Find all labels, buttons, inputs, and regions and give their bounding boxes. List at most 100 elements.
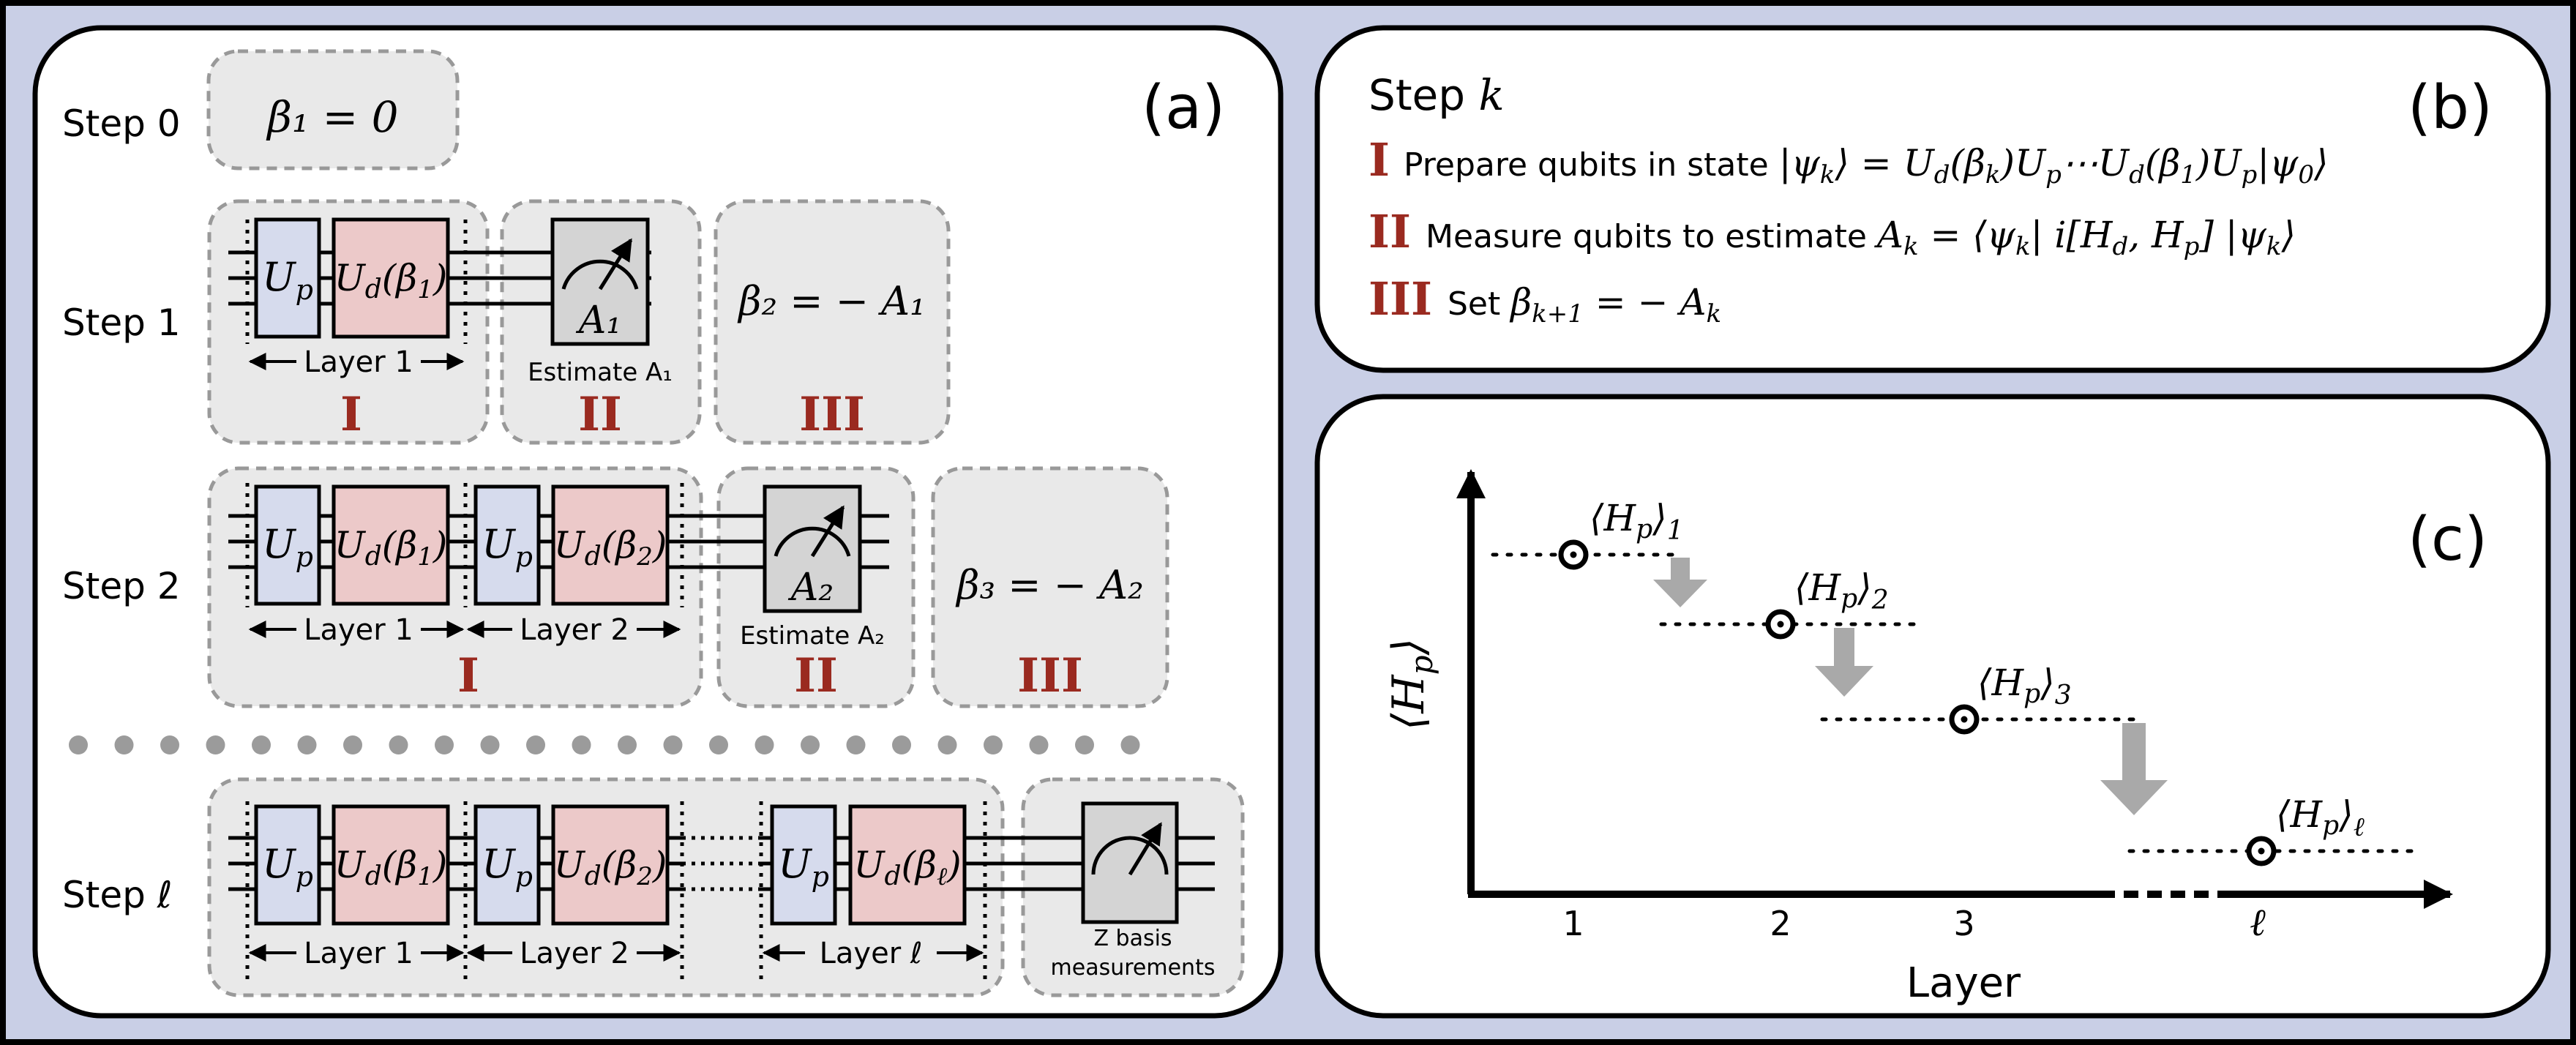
stepL-up3-gate bbox=[770, 804, 837, 926]
panel-b-item-1: Prepare qubits in state |ψk⟩ = Ud(βk)Up⋯… bbox=[1404, 142, 2329, 190]
panel-b-roman-2: II bbox=[1368, 205, 1411, 258]
continuation-dot bbox=[937, 735, 957, 754]
panel-b-box bbox=[1314, 25, 2551, 373]
step2-up2-gate bbox=[473, 484, 541, 606]
step2-meter-needle bbox=[810, 505, 845, 558]
tick-3: 3 bbox=[1953, 904, 1974, 943]
step1-layer-label: Layer 1 bbox=[304, 345, 413, 379]
step2-ud2-gate bbox=[551, 484, 670, 606]
continuation-dot bbox=[343, 735, 362, 754]
x-axis-label: Layer bbox=[1906, 959, 2021, 1007]
step-arrow-1 bbox=[1653, 558, 1707, 607]
step2-label: Step 2 bbox=[62, 565, 181, 607]
continuation-dot bbox=[1075, 735, 1094, 754]
step1-roman-I: I bbox=[340, 387, 362, 442]
continuation-dot bbox=[389, 735, 408, 754]
y-axis-label: ⟨Hp⟩ bbox=[1383, 638, 1439, 730]
stepL-layer3-label: Layer ℓ bbox=[820, 937, 923, 970]
step2-layer2-label: Layer 2 bbox=[520, 613, 629, 647]
panel-a: (a) Step 0 β₁ = 0 Step 1 Up Ud(β1) A₁ Es… bbox=[32, 25, 1284, 1019]
step1-meter-label: A₁ bbox=[576, 299, 621, 342]
panel-b-label: (b) bbox=[2408, 73, 2493, 143]
step1-roman-III: III bbox=[799, 387, 865, 442]
continuation-dot bbox=[755, 735, 774, 754]
stepL-layer2-label: Layer 2 bbox=[520, 937, 629, 970]
step0-label: Step 0 bbox=[62, 102, 181, 145]
tick-l: ℓ bbox=[2250, 901, 2266, 945]
continuation-dot bbox=[1120, 735, 1140, 754]
continuation-dot bbox=[435, 735, 454, 754]
step2-meter-arc bbox=[774, 526, 851, 557]
stepL-meas-line2: measurements bbox=[1051, 955, 1216, 981]
panel-b-item-3: Set βk+1 = − Ak bbox=[1448, 281, 1721, 329]
panel-c: (c) ⟨Hp⟩ Layer 1 2 3 ℓ ⟨Hp⟩1 bbox=[1314, 394, 2551, 1019]
point-l: ⟨Hp⟩ℓ bbox=[2246, 793, 2365, 866]
svg-text:⟨Hp⟩ℓ: ⟨Hp⟩ℓ bbox=[2276, 793, 2365, 842]
step2-roman-II: II bbox=[794, 648, 838, 703]
stepL-up2-text: Up bbox=[482, 841, 533, 893]
stepL-up1-gate bbox=[254, 804, 321, 926]
stepL-up3-text: Up bbox=[778, 841, 829, 893]
stepL-meas-line1: Z basis bbox=[1093, 926, 1172, 951]
step1-up-gate bbox=[254, 217, 321, 339]
step-arrow-3 bbox=[2100, 723, 2168, 815]
continuation-dot bbox=[526, 735, 545, 754]
step2-group-III bbox=[931, 466, 1169, 708]
stepL-layer1-label: Layer 1 bbox=[304, 937, 413, 970]
step-arrow-2 bbox=[1815, 628, 1873, 697]
continuation-dot bbox=[69, 735, 88, 754]
continuation-dot bbox=[801, 735, 820, 754]
stepL-meter-needle bbox=[1128, 822, 1163, 876]
continuation-dot bbox=[572, 735, 591, 754]
step0-beta: β₁ = 0 bbox=[266, 92, 398, 142]
continuation-dot bbox=[892, 735, 911, 754]
panel-b-roman-1: I bbox=[1368, 133, 1390, 187]
panel-b-roman-3: III bbox=[1368, 272, 1432, 326]
stepL-ud3-gate bbox=[848, 804, 967, 926]
continuation-dot bbox=[663, 735, 683, 754]
step1-beta: β₂ = − A₁ bbox=[737, 278, 926, 324]
stepL-ud1-text: Ud(β1) bbox=[334, 844, 448, 891]
panel-c-box bbox=[1314, 394, 2551, 1019]
step2-up1-gate bbox=[254, 484, 321, 606]
step1-group-III bbox=[714, 199, 951, 445]
step2-roman-I: I bbox=[457, 648, 479, 703]
stepL-label: Step ℓ bbox=[62, 874, 172, 916]
step2-beta: β₃ = − A₂ bbox=[955, 562, 1144, 608]
step2-roman-III: III bbox=[1017, 648, 1083, 703]
step1-ud-gate bbox=[332, 217, 450, 339]
stepL-ud2-gate bbox=[551, 804, 670, 926]
stepL-meter bbox=[1081, 801, 1179, 924]
panel-c-label: (c) bbox=[2408, 505, 2487, 574]
continuation-dot bbox=[206, 735, 225, 754]
continuation-dot bbox=[1029, 735, 1049, 754]
stepL-up2-gate bbox=[473, 804, 541, 926]
step0-beta-box bbox=[206, 49, 460, 171]
continuation-dot bbox=[984, 735, 1003, 754]
step2-layer1-label: Layer 1 bbox=[304, 613, 413, 647]
panel-b-item-2: Measure qubits to estimate Ak = ⟨ψk| i[H… bbox=[1426, 214, 2296, 261]
continuation-dot bbox=[160, 735, 179, 754]
continuation-dot bbox=[709, 735, 728, 754]
continuation-dot bbox=[480, 735, 500, 754]
panel-b: (b) Step k I Prepare qubits in state |ψk… bbox=[1314, 25, 2551, 373]
step1-roman-II: II bbox=[578, 387, 622, 442]
tick-1: 1 bbox=[1562, 904, 1584, 943]
step1-label: Step 1 bbox=[62, 301, 181, 344]
continuation-dot bbox=[846, 735, 866, 754]
step1-estimate: Estimate A₁ bbox=[528, 358, 673, 387]
stepL-ud1-gate bbox=[332, 804, 450, 926]
step1-meter-arc bbox=[561, 259, 639, 290]
panel-a-label: (a) bbox=[1142, 73, 1225, 143]
continuation-dot bbox=[618, 735, 637, 754]
panel-b-title: Step k bbox=[1368, 70, 1505, 120]
stepL-wire-gap bbox=[682, 836, 761, 891]
step2-meter-label: A₂ bbox=[788, 566, 834, 610]
continuation-dot bbox=[297, 735, 317, 754]
step1-meter-needle bbox=[598, 238, 633, 291]
step2-estimate: Estimate A₂ bbox=[740, 621, 885, 651]
tick-2: 2 bbox=[1770, 904, 1791, 943]
step2-ud1-text: Ud(β1) bbox=[334, 524, 448, 572]
continuation-dot bbox=[252, 735, 271, 754]
level-lines bbox=[1491, 553, 2417, 853]
